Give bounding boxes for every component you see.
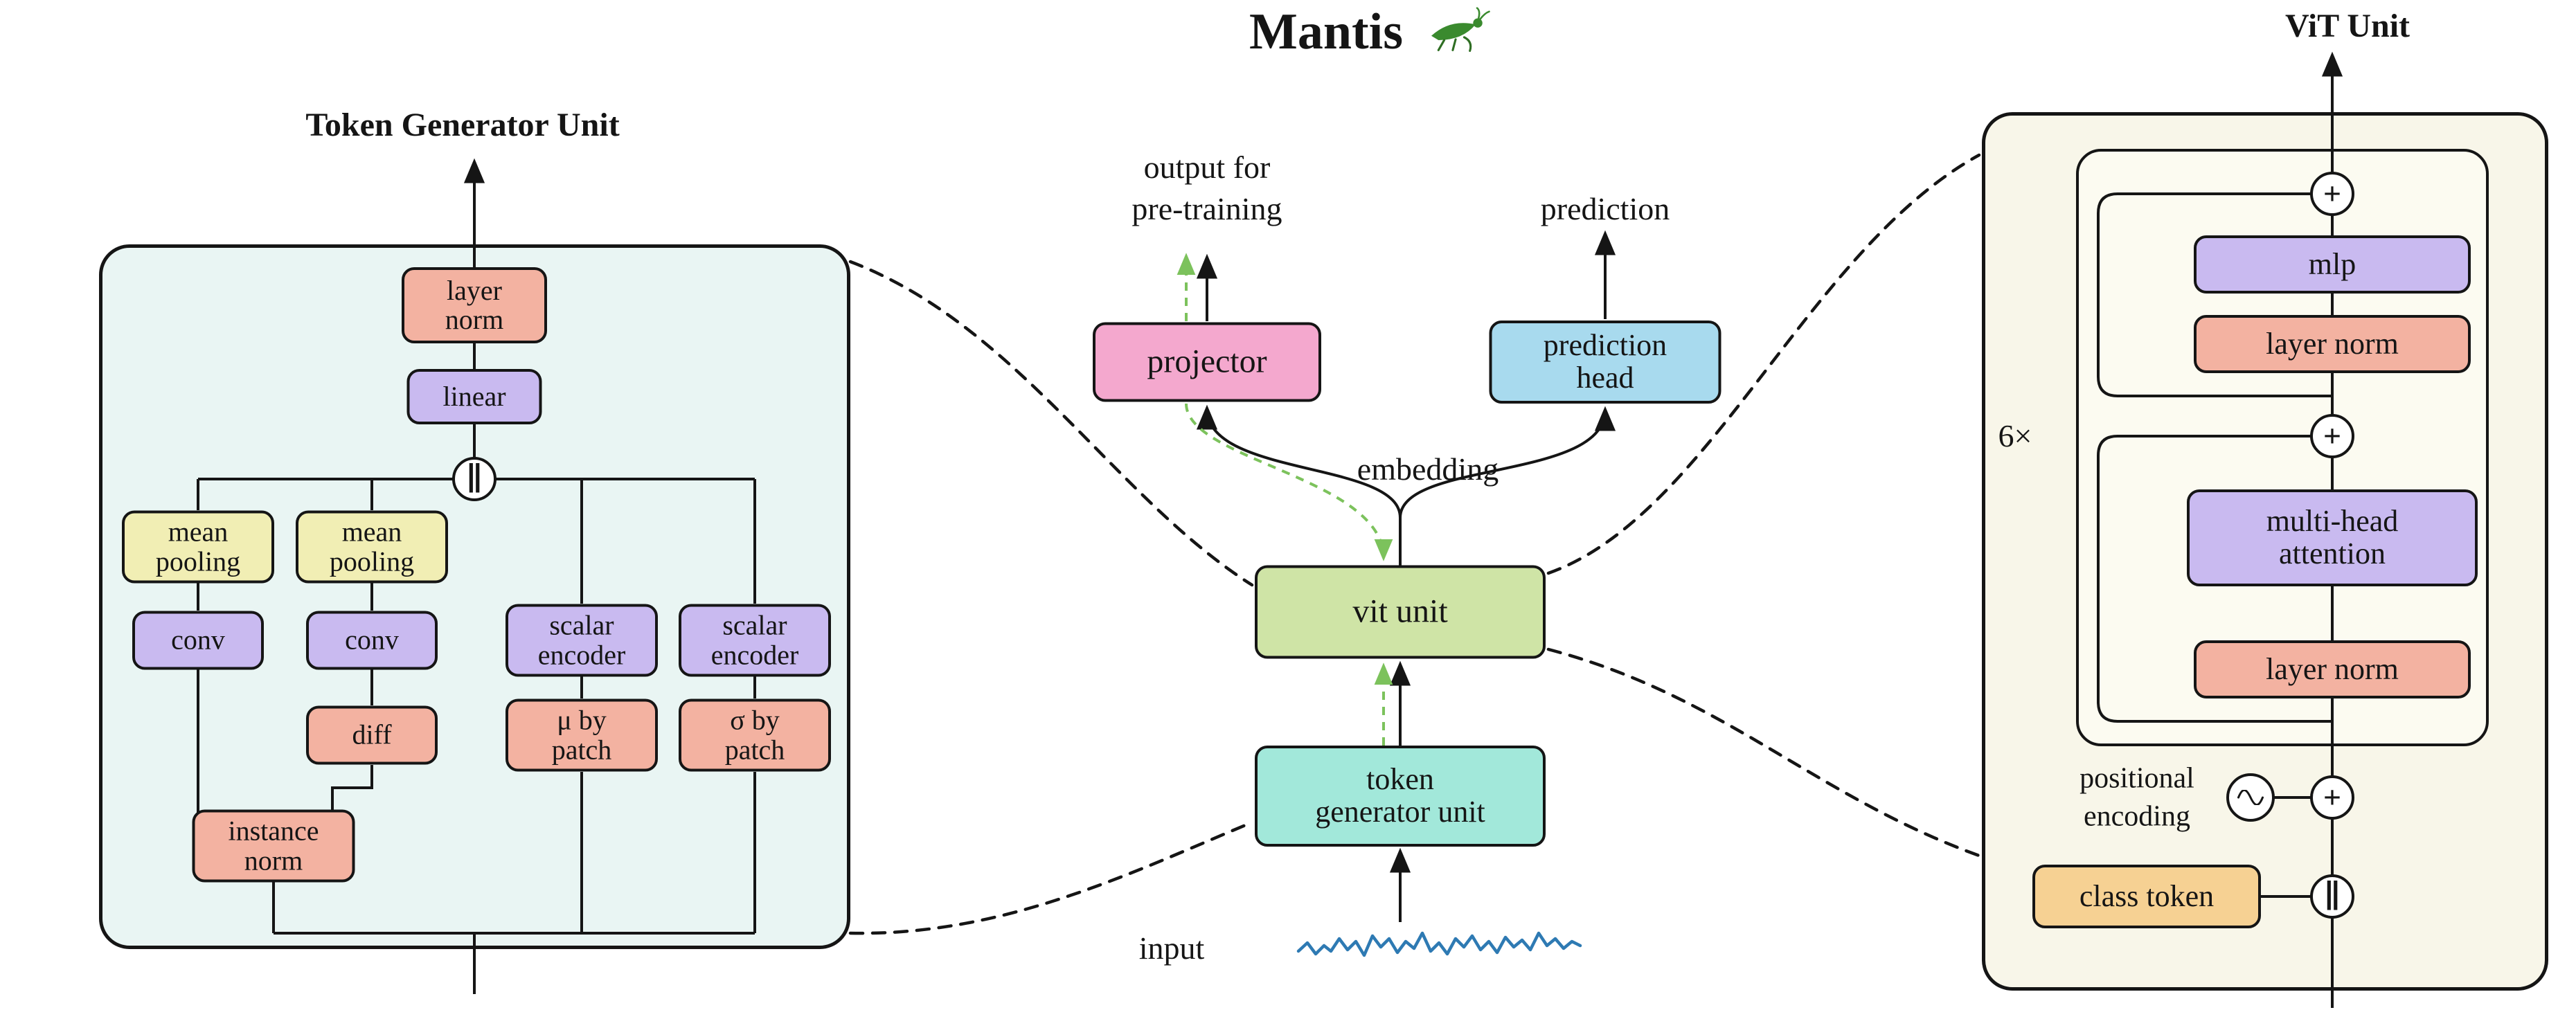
class-token-box: class token [2032,865,2261,928]
embedding-label: embedding [1357,451,1499,487]
mlp-box: mlp [2194,235,2471,294]
attention-skip-connection [2097,435,2332,723]
pretraining-dashed-wires [1177,253,1393,746]
add-icon-mid: + [2310,414,2354,458]
layer-norm-box: layer norm [402,267,547,343]
multi-head-attention-box: multi-head attention [2187,489,2478,586]
output-for-pretraining-label: output for pre-training [1132,150,1282,226]
embedding-to-projector-curve [1196,404,1402,518]
positional-encoding-label: positional encoding [2079,762,2194,832]
layer-norm-box-bottom: layer norm [2194,640,2471,698]
input-label: input [1138,930,1205,966]
instance-norm-box: instance norm [192,809,355,883]
mean-pooling-box-2: mean pooling [296,510,448,584]
center-flow-wires [1196,230,1616,922]
input-signal-waveform [1296,931,1582,957]
token-generator-unit-box: token generator unit [1255,746,1546,847]
mlp-skip-connection [2097,192,2332,397]
embedding-to-prediction-head-curve [1399,406,1616,518]
vit-panel-title: ViT Unit [2284,7,2410,44]
sine-wave-icon [2226,773,2275,822]
concat-icon: ∥ [452,457,497,501]
projector-box: projector [1093,322,1321,402]
detail-connectors [848,153,1981,935]
conv-box-2: conv [306,611,438,670]
sigma-by-patch-box: σ by patch [679,698,831,772]
concat-icon-vit: ∥ [2310,874,2354,919]
conv-box-1: conv [132,611,264,670]
prediction-head-box: prediction head [1489,321,1721,404]
scalar-encoder-box-1: scalar encoder [506,604,658,677]
repeat-count-label: 6× [1998,418,2032,454]
page-title: Mantis [1249,3,1403,60]
token-generator-panel-title: Token Generator Unit [305,106,620,143]
linear-box: linear [406,369,542,424]
add-icon-positional: + [2310,775,2354,820]
mu-by-patch-box: μ by patch [506,698,658,772]
grasshopper-icon [1418,7,1490,57]
scalar-encoder-box-2: scalar encoder [679,604,831,677]
diff-box: diff [306,705,438,765]
vit-unit-box: vit unit [1255,565,1546,659]
layer-norm-box-top: layer norm [2194,315,2471,373]
add-icon-top: + [2310,172,2354,216]
prediction-label: prediction [1540,191,1670,227]
mean-pooling-box-1: mean pooling [122,510,274,584]
